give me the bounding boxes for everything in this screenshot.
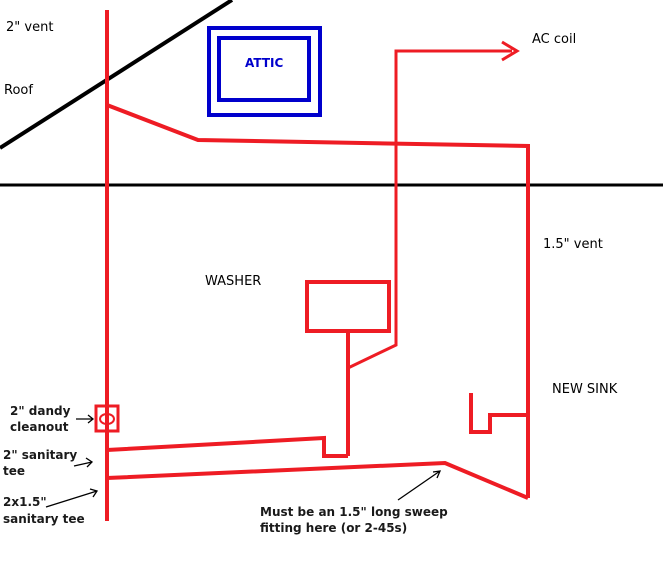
dandy-cleanout-plug <box>99 413 115 425</box>
roof-line <box>0 0 234 150</box>
label-dandy-line2: cleanout <box>10 420 69 434</box>
label-2in-vent: 2" vent <box>6 20 53 35</box>
attic-box-outer <box>207 26 322 117</box>
label-sweep-line1: Must be an 1.5" long sweep <box>260 505 448 519</box>
vent-1-5in-attic-run <box>106 103 530 498</box>
washer-drain-branch <box>106 435 348 458</box>
ac-coil-arrowhead <box>501 40 520 62</box>
label-ac-coil: AC coil <box>532 32 576 47</box>
label-sanitary-tee-line1: 2" sanitary <box>3 448 77 462</box>
arrow-sanitary-tee <box>73 457 94 468</box>
label-new-sink: NEW SINK <box>552 382 618 397</box>
label-2x1-5-tee-line2: sanitary tee <box>3 512 85 526</box>
washer-box <box>305 280 391 333</box>
attic-box-inner <box>217 36 311 102</box>
arrow-dandy <box>76 414 95 424</box>
dandy-cleanout-box <box>94 404 120 433</box>
label-washer: WASHER <box>205 274 261 289</box>
label-1-5in-vent: 1.5" vent <box>543 237 603 252</box>
sink-drain-branch <box>106 460 529 500</box>
arrow-2x1-5-tee <box>45 488 99 508</box>
label-sanitary-tee-line2: tee <box>3 464 25 478</box>
label-roof: Roof <box>4 83 33 98</box>
label-attic: ATTIC <box>245 56 283 70</box>
arrow-sweep <box>397 470 442 501</box>
label-dandy-line1: 2" dandy <box>10 404 71 418</box>
label-sweep-line2: fitting here (or 2-45s) <box>260 521 407 535</box>
ac-condensate-line <box>347 49 512 370</box>
label-2x1-5-tee-line1: 2x1.5" <box>3 495 47 509</box>
sink-trap <box>469 393 528 434</box>
